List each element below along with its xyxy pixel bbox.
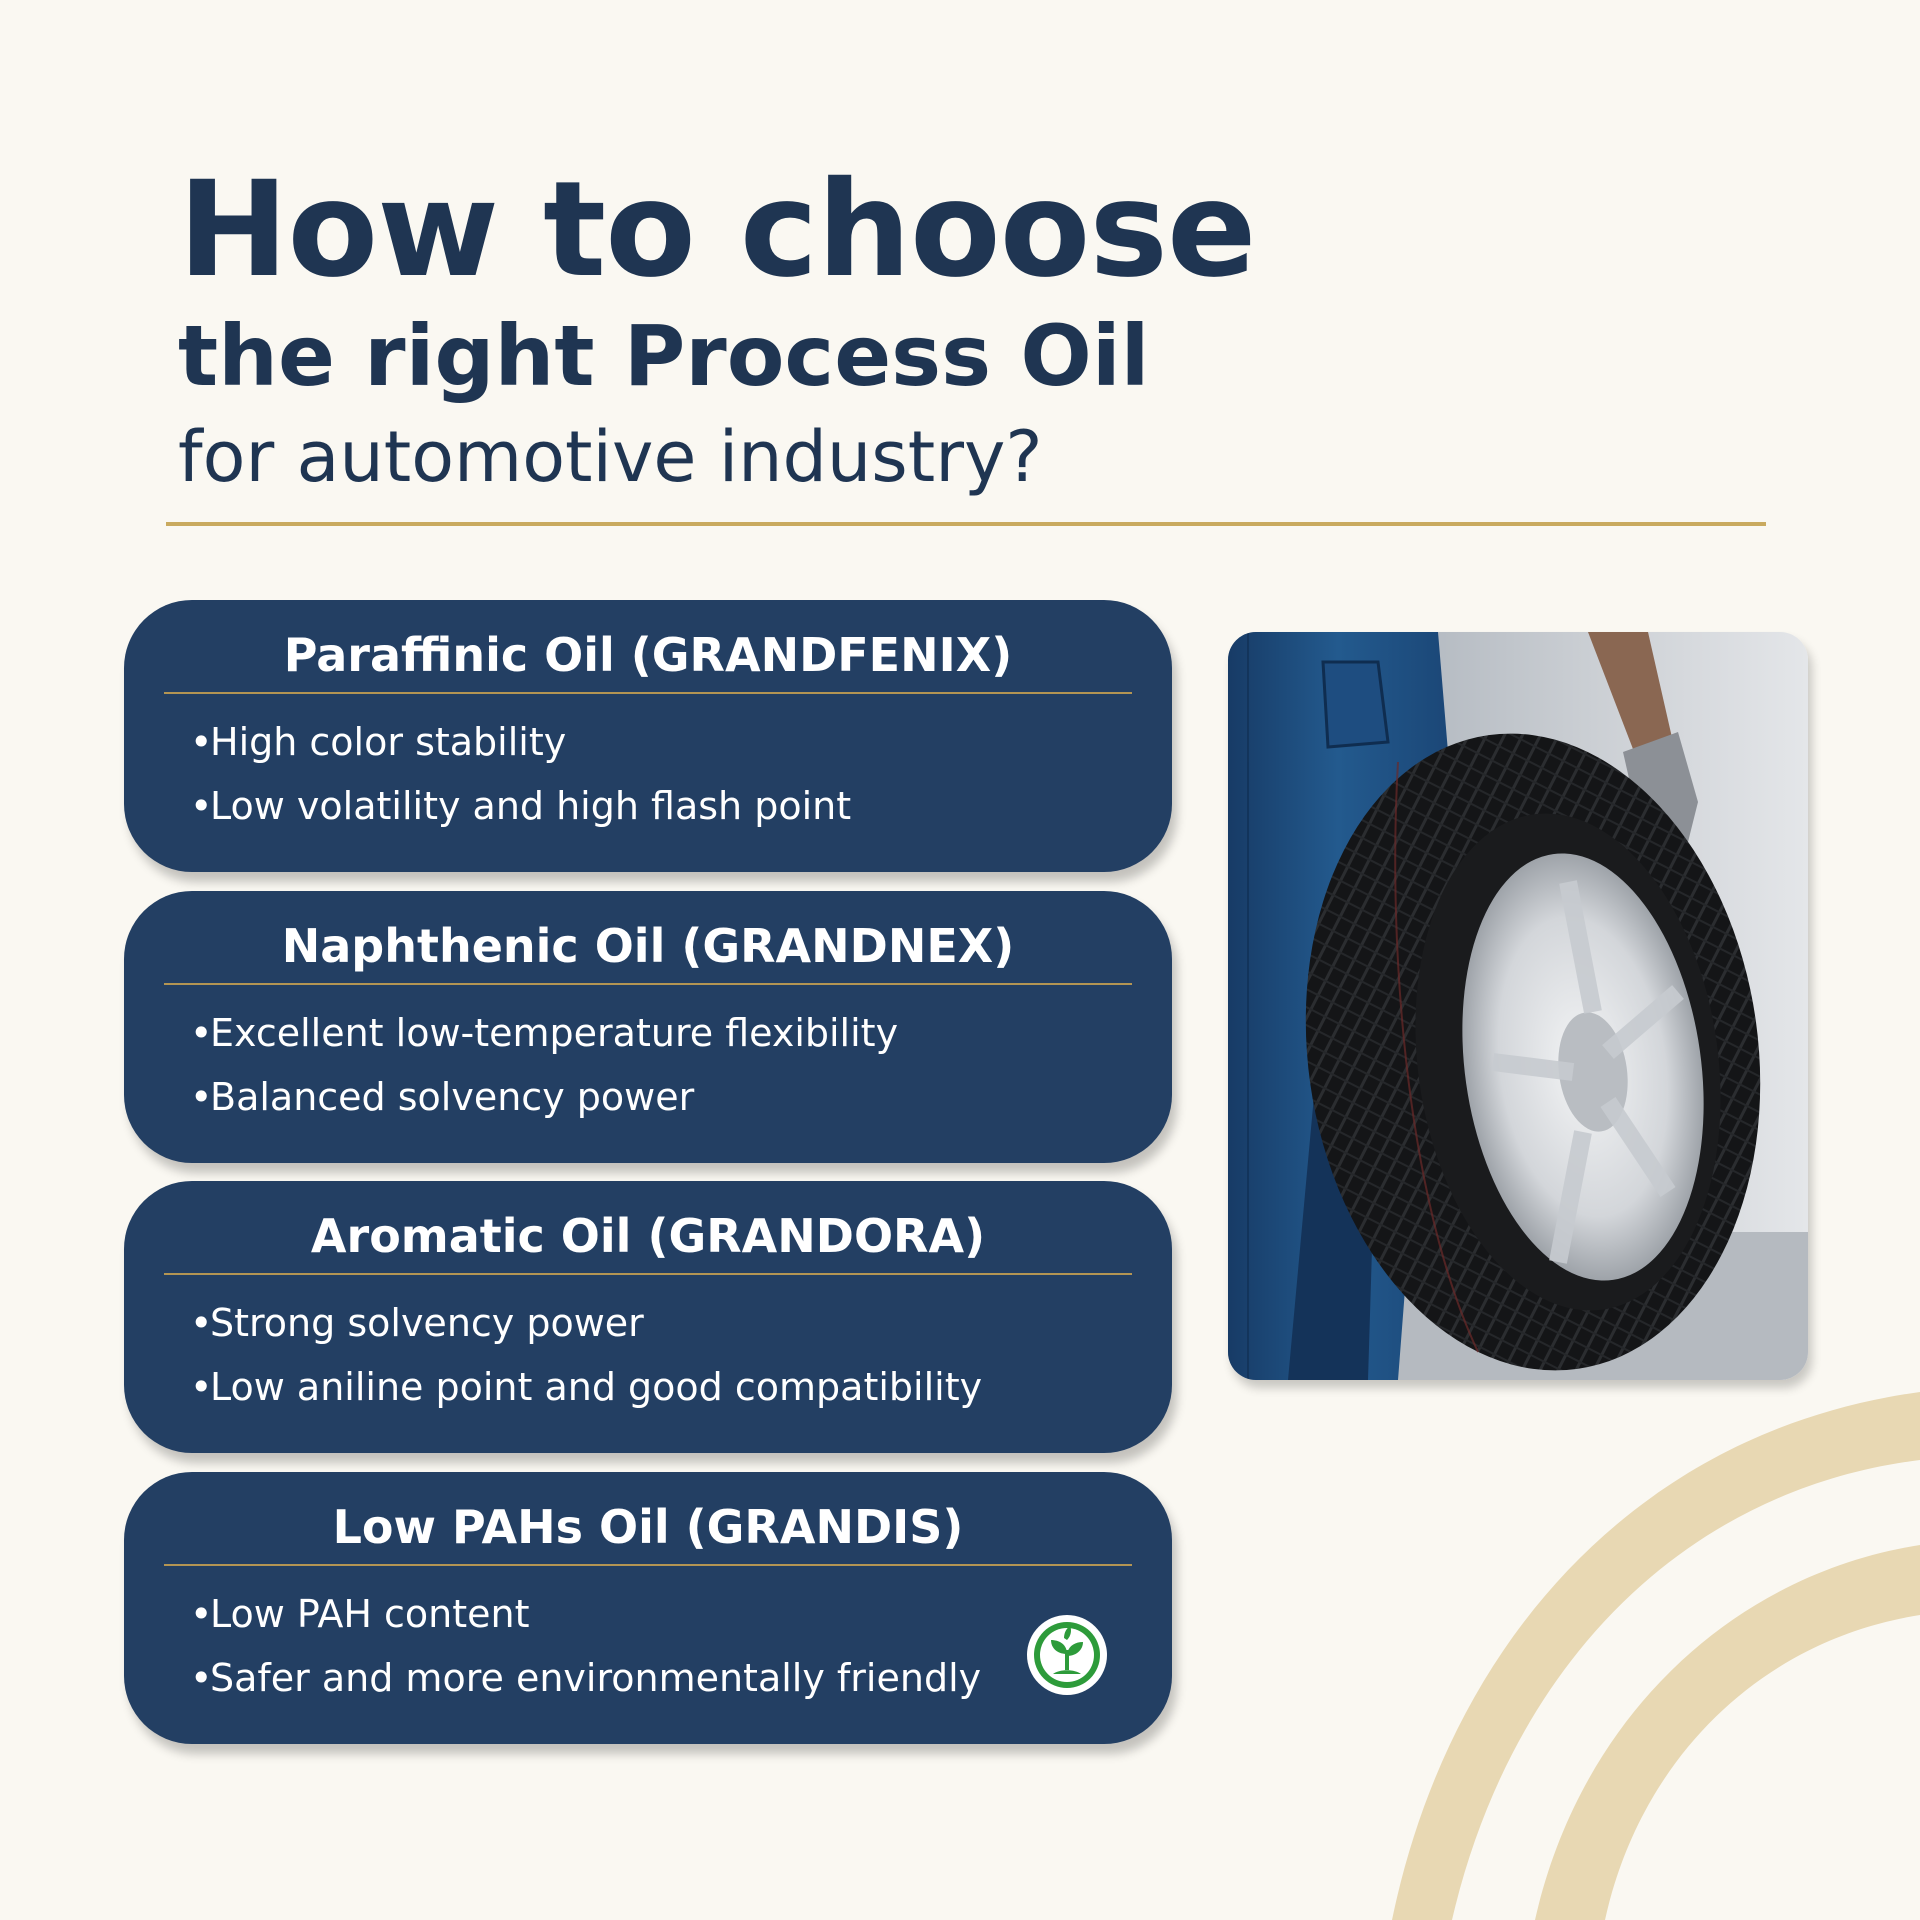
card-divider — [164, 983, 1132, 985]
bullet-text: Low volatility and high flash point — [210, 784, 852, 828]
card-divider — [164, 1273, 1132, 1275]
oil-card-aromatic: Aromatic Oil (GRANDORA) •Strong solvency… — [124, 1181, 1172, 1453]
card-divider — [164, 692, 1132, 694]
bullet-text: Low PAH content — [210, 1592, 530, 1636]
bullet-dot: • — [190, 1656, 213, 1700]
bullet-dot: • — [190, 1365, 213, 1409]
card-title: Naphthenic Oil (GRANDNEX) — [281, 919, 1015, 973]
bullet-item: •Low aniline point and good compatibilit… — [190, 1363, 983, 1411]
bullet-item: •Excellent low-temperature flexibility — [190, 1009, 899, 1057]
bullet-dot: • — [190, 1075, 213, 1119]
title-divider — [166, 522, 1766, 526]
card-divider — [164, 1564, 1132, 1566]
tire-photo-illustration — [1228, 632, 1808, 1380]
bullet-item: •Balanced solvency power — [190, 1073, 695, 1121]
oil-card-naphthenic: Naphthenic Oil (GRANDNEX) •Excellent low… — [124, 891, 1172, 1163]
bullet-text: Excellent low-temperature flexibility — [210, 1011, 899, 1055]
bullet-item: •Low PAH content — [190, 1590, 530, 1638]
oil-card-paraffinic: Paraffinic Oil (GRANDFENIX) •High color … — [124, 600, 1172, 872]
eco-leaf-icon — [1027, 1615, 1107, 1695]
bullet-text: Strong solvency power — [210, 1301, 644, 1345]
title-line-2: the right Process Oil — [178, 307, 1150, 405]
title-line-1: How to choose — [178, 153, 1256, 307]
oil-card-low-pahs: Low PAHs Oil (GRANDIS) •Low PAH content … — [124, 1472, 1172, 1744]
page-title: How to choose the right Process Oil for … — [178, 150, 1256, 502]
bullet-text: Balanced solvency power — [210, 1075, 695, 1119]
bullet-dot: • — [190, 1011, 213, 1055]
bullet-text: Safer and more environmentally friendly — [210, 1656, 982, 1700]
title-line-3: for automotive industry? — [178, 416, 1043, 498]
bullet-item: •Strong solvency power — [190, 1299, 644, 1347]
bullet-dot: • — [190, 1592, 213, 1636]
card-title: Low PAHs Oil (GRANDIS) — [332, 1500, 964, 1554]
card-title: Paraffinic Oil (GRANDFENIX) — [283, 628, 1013, 682]
decorative-swoosh — [1392, 1392, 1920, 1920]
bullet-item: •High color stability — [190, 718, 567, 766]
bullet-text: High color stability — [210, 720, 567, 764]
card-title: Aromatic Oil (GRANDORA) — [310, 1209, 986, 1263]
bullet-item: •Low volatility and high flash point — [190, 782, 852, 830]
bullet-dot: • — [190, 784, 213, 828]
bullet-item: •Safer and more environmentally friendly — [190, 1654, 982, 1702]
bullet-dot: • — [190, 1301, 213, 1345]
bullet-text: Low aniline point and good compatibility — [210, 1365, 983, 1409]
bullet-dot: • — [190, 720, 213, 764]
mechanic-holding-tire-image — [1228, 632, 1808, 1380]
